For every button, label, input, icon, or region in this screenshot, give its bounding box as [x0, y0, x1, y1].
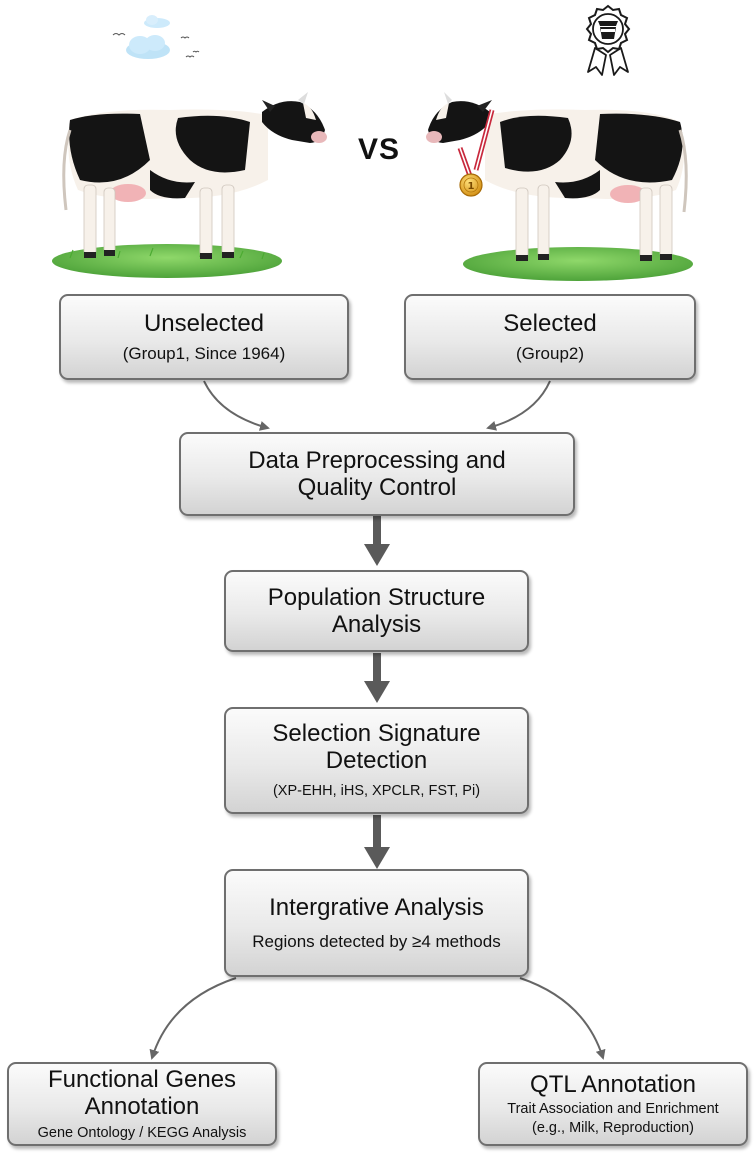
qtl-detail2: (e.g., Milk, Reproduction) [532, 1119, 694, 1136]
selection-line1: Selection Signature [272, 720, 481, 747]
selection-methods: (XP-EHH, iHS, XPCLR, FST, Pi) [272, 783, 481, 799]
qtl-detail1: Trait Association and Enrichment [507, 1100, 719, 1117]
unselected-group-box: Unselected (Group1, Since 1964) [59, 294, 349, 380]
cow-icon [52, 92, 327, 278]
preprocessing-line1: Data Preprocessing and [248, 447, 506, 474]
unselected-subtitle: (Group1, Since 1964) [122, 344, 286, 363]
functional-genes-box: Functional Genes Annotation Gene Ontolog… [7, 1062, 277, 1146]
population-structure-box: Population Structure Analysis [224, 570, 529, 652]
functional-line2: Annotation [84, 1092, 200, 1120]
integrative-subtitle: Regions detected by ≥4 methods [252, 932, 501, 951]
preprocessing-box: Data Preprocessing and Quality Control [179, 432, 575, 516]
population-line2: Analysis [331, 611, 422, 638]
unselected-title: Unselected [143, 310, 265, 337]
selection-signature-box: Selection Signature Detection (XP-EHH, i… [224, 707, 529, 814]
qtl-annotation-box: QTL Annotation Trait Association and Enr… [478, 1062, 748, 1146]
arrow-icon [364, 815, 390, 869]
functional-detail: Gene Ontology / KEGG Analysis [37, 1124, 247, 1141]
integrative-analysis-box: Intergrative Analysis Regions detected b… [224, 869, 529, 977]
qtl-title: QTL Annotation [530, 1070, 696, 1098]
bird-icon [112, 33, 200, 58]
selected-group-box: Selected (Group2) [404, 294, 696, 380]
arrow-icon [364, 516, 390, 566]
selection-line2: Detection [325, 747, 428, 774]
integrative-title: Intergrative Analysis [269, 894, 484, 921]
functional-line1: Functional Genes [47, 1065, 237, 1093]
vs-label: VS [358, 133, 401, 166]
medal-icon: 1 [457, 109, 495, 197]
selected-title: Selected [503, 310, 597, 337]
award-badge-icon [585, 4, 631, 76]
medal-number: 1 [468, 181, 475, 192]
arrow-icon [203, 380, 551, 431]
cloud-icon [126, 15, 170, 59]
population-line1: Population Structure [267, 584, 486, 611]
arrow-icon [149, 977, 606, 1060]
cow-icon [426, 92, 693, 281]
selected-subtitle: (Group2) [515, 344, 585, 363]
preprocessing-line2: Quality Control [297, 474, 457, 501]
arrow-icon [364, 653, 390, 703]
